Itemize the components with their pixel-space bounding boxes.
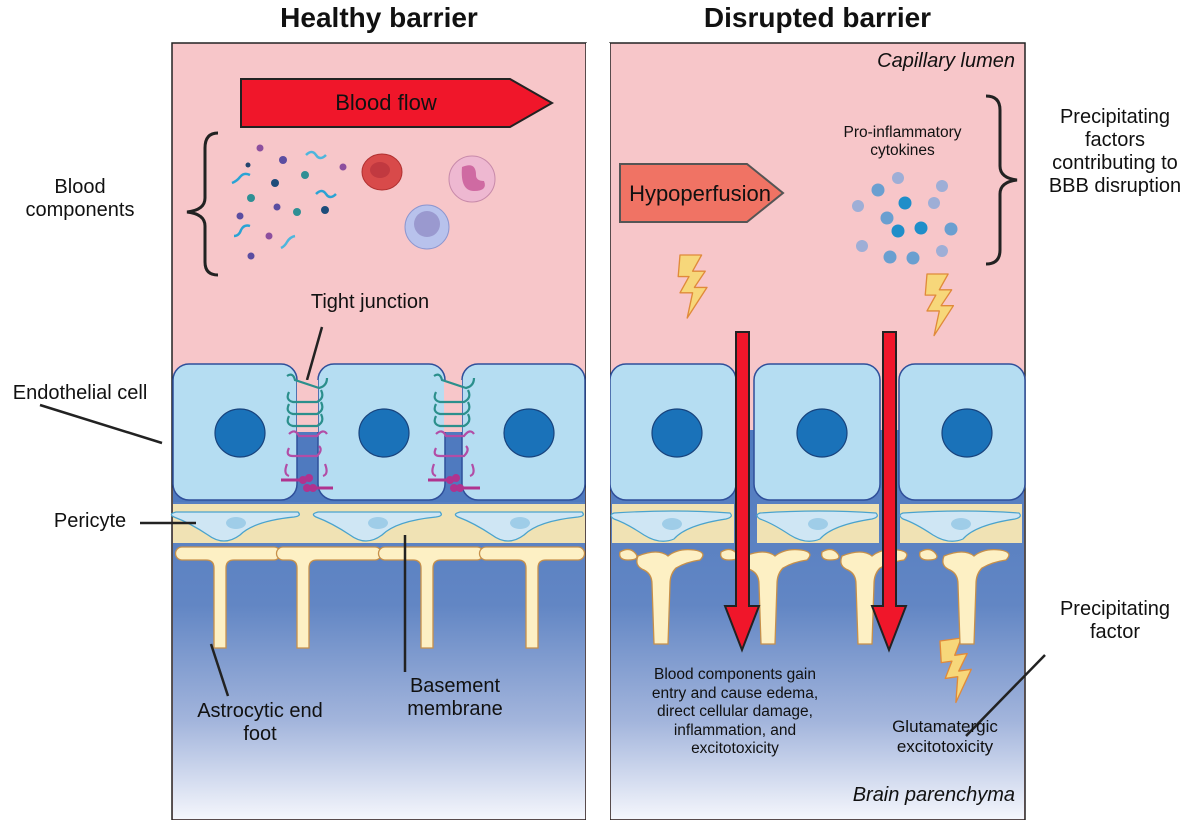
entry-effects-label: Blood components gain entry and cause ed…: [651, 666, 819, 758]
red-blood-cell: [361, 153, 403, 191]
damaged-end-feet: [619, 548, 1010, 645]
neutrophil: [448, 155, 496, 203]
blood-flow-label: Blood flow: [335, 90, 437, 115]
nucleus: [503, 408, 555, 458]
hypoperfusion-arrow: [619, 163, 785, 223]
precipitating-factor-pointer: [965, 654, 1046, 737]
pericyte-label: Pericyte: [53, 510, 127, 532]
precipitating-factors-brace: [985, 94, 1018, 266]
basement-membrane-label: Basement membrane: [407, 675, 503, 720]
lymphocyte: [404, 204, 450, 250]
blood-components-brace: [186, 131, 219, 277]
end-foot-pointer: [209, 643, 230, 697]
leak-arrow: [870, 331, 908, 653]
basement-membrane-fragments: [610, 504, 1022, 543]
blood-components-label: Blood components: [25, 176, 135, 221]
nucleus: [214, 408, 266, 458]
blood-molecules: [231, 144, 347, 260]
healthy-panel: [39, 42, 587, 820]
hypoperfusion-label: Hypoperfusion: [629, 181, 771, 206]
endothelial-cell-pointer: [39, 403, 163, 445]
disrupted-panel: [609, 42, 1046, 820]
tight-junction-proteins: [281, 373, 480, 492]
tight-junction-pointer: [305, 326, 324, 381]
glutamatergic-label: Glutamatergic excitotoxicity: [892, 717, 998, 756]
tight-junction-label: Tight junction: [310, 291, 430, 313]
panel-divider: [586, 43, 610, 820]
brain-parenchyma-label: Brain parenchyma: [852, 784, 1015, 806]
blood-flow-arrow: [240, 78, 555, 128]
endothelial-cell-label: Endothelial cell: [12, 382, 148, 404]
nucleus: [796, 408, 848, 458]
cytokines: [852, 172, 958, 265]
astrocytic-end-foot-label: Astrocytic end foot: [197, 700, 323, 745]
healthy-barrier-title: Healthy barrier: [280, 2, 478, 33]
precipitating-factor-label: Precipitating factor: [1059, 598, 1171, 643]
nucleus: [651, 408, 703, 458]
nucleus: [358, 408, 410, 458]
disrupted-barrier-title: Disrupted barrier: [703, 2, 932, 33]
cytokines-label: Pro-inflammatory cytokines: [843, 124, 962, 159]
precipitating-factors-label: Precipitating factors contributing to BB…: [1048, 106, 1182, 197]
pericytes: [170, 511, 584, 542]
endothelial-cells: [172, 363, 586, 501]
astrocytic-end-feet: [174, 546, 586, 649]
endothelial-cells: [609, 363, 1026, 501]
nucleus: [941, 408, 993, 458]
leak-arrow: [723, 331, 761, 653]
capillary-lumen-label: Capillary lumen: [877, 50, 1015, 72]
